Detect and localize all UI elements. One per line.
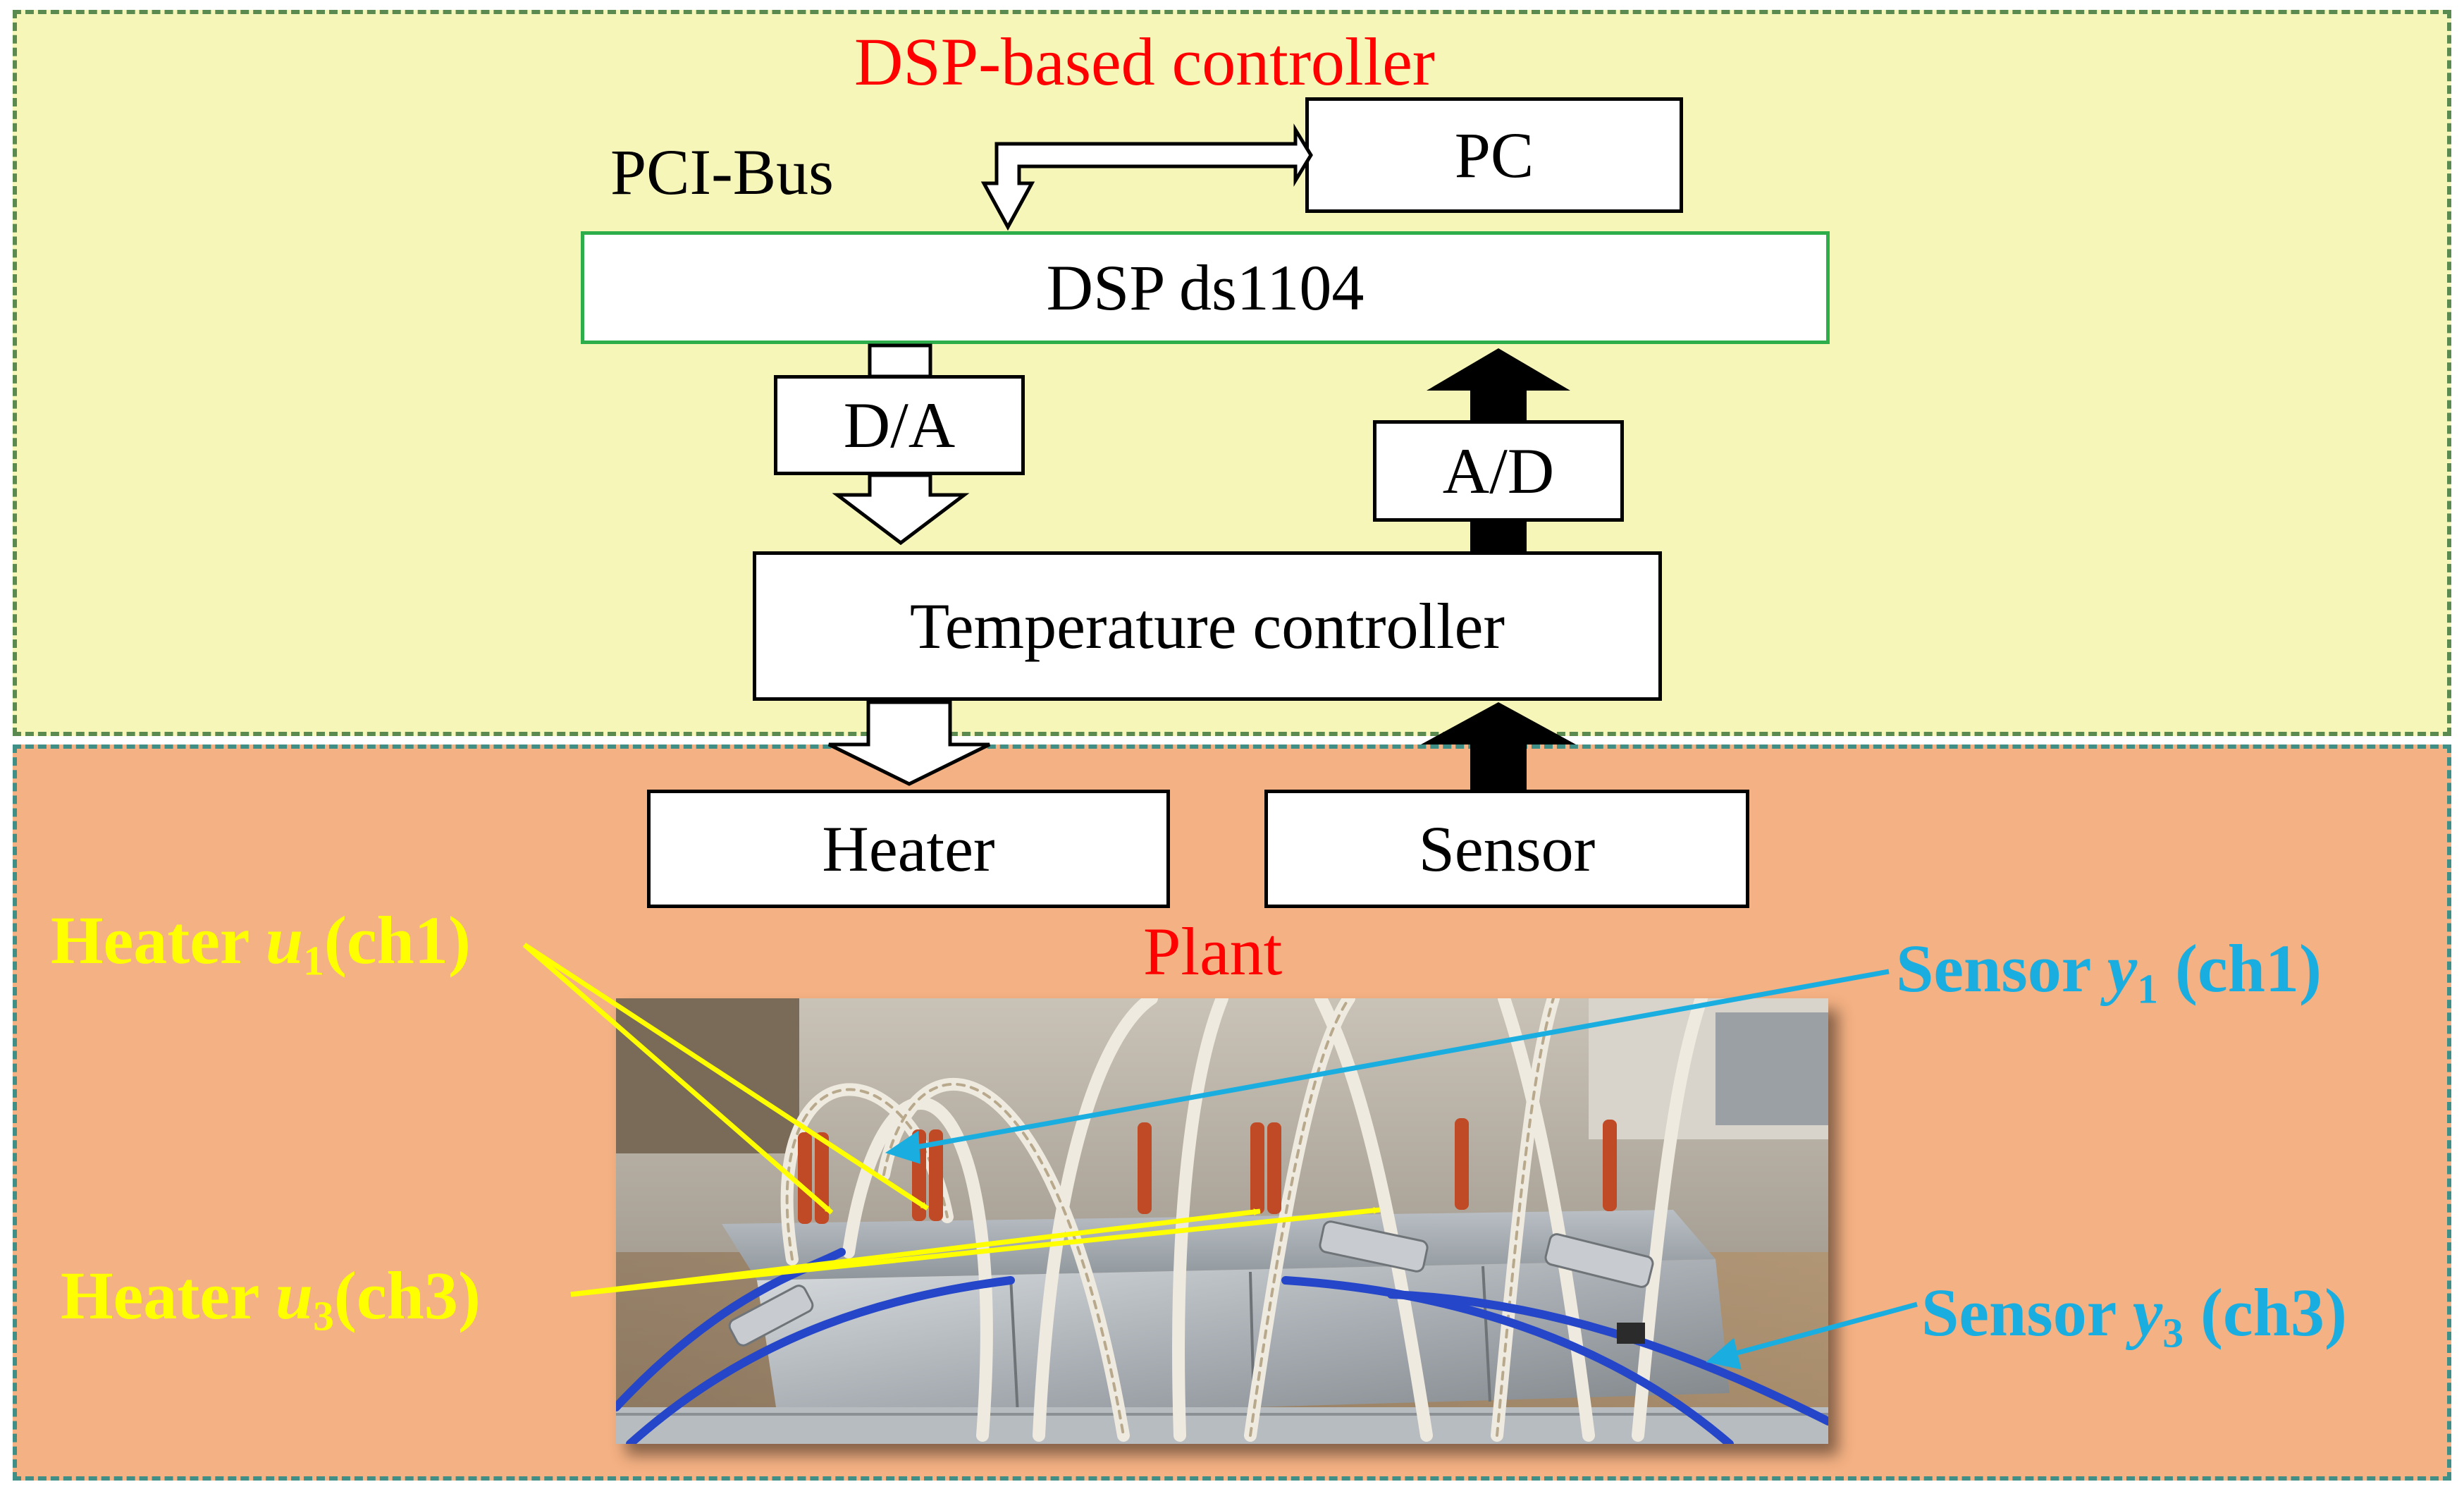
heater-u1-sub: 1 bbox=[303, 937, 324, 984]
sensor-label: Sensor bbox=[1418, 813, 1596, 885]
plant-title: Plant bbox=[1143, 914, 1283, 989]
heater-u1-var: u bbox=[265, 902, 304, 978]
dsp-label: DSP ds1104 bbox=[1046, 252, 1365, 324]
sensor-y3-callout: Sensor y3 (ch3) bbox=[1921, 1279, 2347, 1354]
heater-u3-callout: Heater u3(ch3) bbox=[61, 1262, 481, 1337]
heater-u1-text: Heater bbox=[51, 902, 266, 978]
sensor-y3-var: y bbox=[2132, 1275, 2163, 1350]
plant-photo bbox=[616, 998, 1828, 1444]
sensor-y1-var: y bbox=[2107, 931, 2138, 1006]
pc-label: PC bbox=[1454, 119, 1534, 191]
dsp-box: DSP ds1104 bbox=[581, 231, 1830, 344]
ad-label: A/D bbox=[1442, 435, 1555, 507]
sensor-y3-sub: 3 bbox=[2162, 1309, 2183, 1356]
heater-u3-text: Heater bbox=[61, 1258, 276, 1333]
heater-u3-sub: 3 bbox=[313, 1292, 334, 1340]
heater-u1-ch: (ch1) bbox=[324, 902, 471, 978]
heater-u3-ch: (ch3) bbox=[333, 1258, 481, 1333]
sensor-y1-ch: (ch1) bbox=[2158, 931, 2322, 1006]
temperature-controller-box: Temperature controller bbox=[753, 551, 1662, 701]
da-label: D/A bbox=[843, 389, 956, 461]
temperature-controller-label: Temperature controller bbox=[909, 590, 1505, 662]
heater-label: Heater bbox=[822, 813, 995, 885]
heater-box: Heater bbox=[647, 790, 1170, 908]
sensor-box: Sensor bbox=[1264, 790, 1749, 908]
pci-bus-label: PCI-Bus bbox=[610, 136, 834, 208]
sensor-y1-text: Sensor bbox=[1896, 931, 2107, 1006]
heater-u3-var: u bbox=[275, 1258, 314, 1333]
sensor-y1-callout: Sensor y1 (ch1) bbox=[1896, 935, 2322, 1010]
sensor-y1-sub: 1 bbox=[2137, 965, 2158, 1012]
ad-box: A/D bbox=[1373, 420, 1624, 522]
da-box: D/A bbox=[774, 375, 1025, 475]
pc-box: PC bbox=[1305, 97, 1683, 213]
sensor-y3-text: Sensor bbox=[1921, 1275, 2133, 1350]
sensor-y3-ch: (ch3) bbox=[2183, 1275, 2347, 1350]
heater-u1-callout: Heater u1(ch1) bbox=[51, 907, 471, 982]
controller-title: DSP-based controller bbox=[854, 24, 1435, 99]
